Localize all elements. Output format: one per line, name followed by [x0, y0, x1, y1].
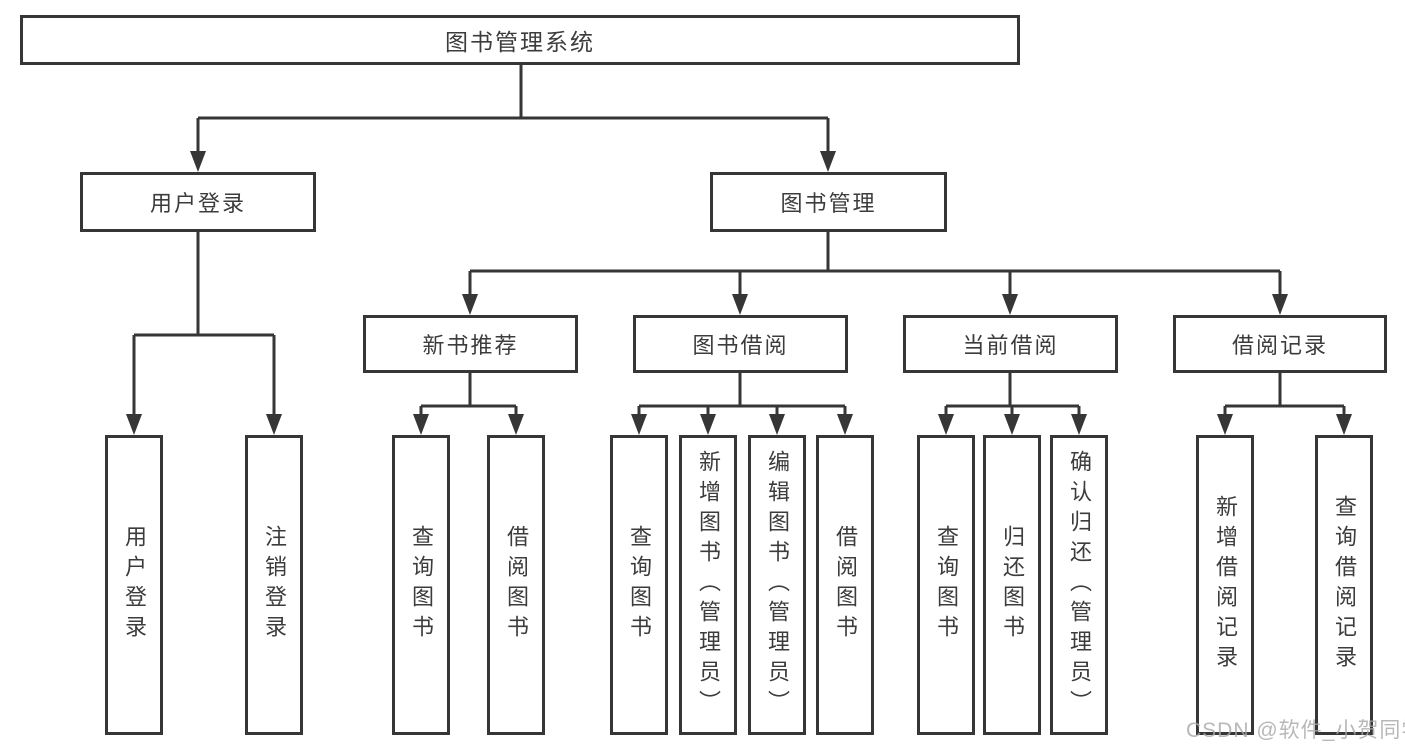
- leaf-borrow-books: 借阅图书: [487, 435, 545, 735]
- node-label: 新增借阅记录: [1213, 495, 1238, 675]
- node-label: 当前借阅: [962, 333, 1059, 358]
- node-label: 借阅图书: [504, 525, 529, 645]
- node-label: 用户登录: [149, 191, 246, 216]
- leaf-edit-book-admin: 编辑图书（管理员）: [748, 435, 806, 735]
- leaf-add-borrow-record: 新增借阅记录: [1196, 435, 1254, 735]
- node-label: 借阅记录: [1231, 333, 1328, 358]
- node-label: 编辑图书（管理员）: [765, 450, 790, 720]
- leaf-query-borrow-record: 查询借阅记录: [1315, 435, 1373, 735]
- node-new-book-recommend: 新书推荐: [363, 315, 578, 373]
- node-borrow-records: 借阅记录: [1173, 315, 1387, 373]
- node-label: 查询图书: [934, 525, 959, 645]
- node-label: 用户登录: [122, 525, 147, 645]
- node-label: 查询借阅记录: [1332, 495, 1357, 675]
- node-label: 图书管理: [780, 191, 877, 216]
- leaf-query-books: 查询图书: [392, 435, 450, 735]
- leaf-return-book: 归还图书: [983, 435, 1041, 735]
- node-label: 查询图书: [409, 525, 434, 645]
- watermark: CSDN @软件_小贺同学: [1186, 719, 1405, 742]
- node-label: 归还图书: [1000, 525, 1025, 645]
- leaf-confirm-return-admin: 确认归还（管理员）: [1050, 435, 1108, 735]
- node-book-borrow: 图书借阅: [633, 315, 848, 373]
- node-label: 注销登录: [262, 525, 287, 645]
- node-book-management: 图书管理: [710, 172, 947, 232]
- node-label: 新增图书（管理员）: [696, 450, 721, 720]
- leaf-query-books-3: 查询图书: [917, 435, 975, 735]
- leaf-user-login: 用户登录: [105, 435, 163, 735]
- node-library-system: 图书管理系统: [20, 15, 1020, 65]
- leaf-borrow-books-2: 借阅图书: [816, 435, 874, 735]
- leaf-logout: 注销登录: [245, 435, 303, 735]
- leaf-query-books-2: 查询图书: [610, 435, 668, 735]
- node-user-login: 用户登录: [80, 172, 316, 232]
- node-label: 借阅图书: [833, 525, 858, 645]
- node-label: 图书管理系统: [445, 29, 595, 55]
- node-current-borrow: 当前借阅: [903, 315, 1118, 373]
- node-label: 确认归还（管理员）: [1067, 450, 1092, 720]
- node-label: 图书借阅: [692, 333, 789, 358]
- leaf-add-book-admin: 新增图书（管理员）: [679, 435, 737, 735]
- node-label: 查询图书: [627, 525, 652, 645]
- node-label: 新书推荐: [422, 333, 519, 358]
